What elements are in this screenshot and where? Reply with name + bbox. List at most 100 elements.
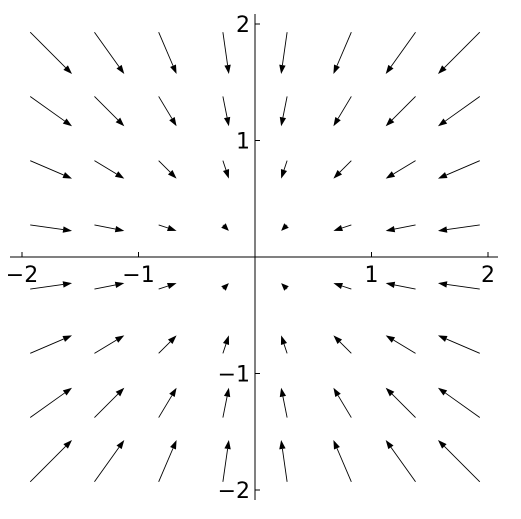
arrow-head xyxy=(221,283,229,291)
arrow-head xyxy=(385,335,396,343)
arrow-shaft xyxy=(94,284,116,290)
vector-arrow xyxy=(333,439,352,482)
arrow-head xyxy=(62,118,73,127)
vector-arrow xyxy=(281,223,289,231)
arrow-shaft xyxy=(445,392,481,418)
arrow-head xyxy=(222,169,230,179)
arrow-head xyxy=(281,223,289,231)
arrow-head xyxy=(385,171,396,179)
vector-arrow xyxy=(29,387,73,418)
arrow-shaft xyxy=(283,343,288,354)
vector-arrow xyxy=(94,387,125,418)
arrow-shaft xyxy=(391,393,416,418)
vector-arrow xyxy=(158,96,177,127)
vector-arrow xyxy=(222,387,231,418)
arrow-head xyxy=(114,335,125,343)
arrow-shaft xyxy=(30,224,64,231)
arrow-shaft xyxy=(158,224,169,229)
arrow-shaft xyxy=(158,285,169,290)
arrow-head xyxy=(167,335,177,345)
arrow-head xyxy=(281,283,289,291)
arrow-head xyxy=(170,439,177,450)
vector-arrow xyxy=(333,282,352,290)
arrow-shaft xyxy=(30,338,64,354)
arrow-shaft xyxy=(445,96,481,122)
arrow-head xyxy=(63,439,73,449)
arrow-head xyxy=(385,387,395,397)
arrow-head xyxy=(169,116,177,127)
vector-arrow xyxy=(279,439,288,482)
vector-arrow xyxy=(280,160,288,179)
arrow-shaft xyxy=(222,288,224,290)
vector-arrow xyxy=(29,96,73,127)
arrow-head xyxy=(62,281,73,288)
vector-arrow xyxy=(385,160,416,179)
arrow-shaft xyxy=(94,224,116,230)
arrow-head xyxy=(63,65,73,75)
arrow-layer xyxy=(29,31,481,483)
arrow-shaft xyxy=(393,160,416,175)
vector-arrow xyxy=(221,223,229,231)
x-tick-label: 1 xyxy=(365,263,379,288)
y-tick-label: 2 xyxy=(236,13,250,38)
arrow-head xyxy=(115,117,125,127)
arrow-shaft xyxy=(282,396,288,418)
vector-arrow xyxy=(221,283,229,291)
arrow-shaft xyxy=(222,96,228,118)
arrow-shaft xyxy=(281,32,288,66)
arrow-shaft xyxy=(341,285,352,290)
vector-arrow xyxy=(437,387,481,418)
y-tick-label: 1 xyxy=(236,130,250,155)
vector-arrow xyxy=(280,335,288,354)
arrow-shaft xyxy=(446,338,480,354)
vector-arrow xyxy=(29,439,73,483)
y-tick-label: −1 xyxy=(218,363,250,388)
arrow-head xyxy=(223,387,231,398)
vector-arrow xyxy=(94,160,125,179)
arrow-shaft xyxy=(94,160,117,175)
vector-arrow xyxy=(279,387,288,418)
arrow-head xyxy=(333,282,343,290)
vector-arrow xyxy=(385,281,416,290)
arrow-head xyxy=(437,335,448,342)
arrow-shaft xyxy=(222,224,224,226)
arrow-shaft xyxy=(341,224,352,229)
arrow-shaft xyxy=(337,395,352,418)
arrow-shaft xyxy=(30,160,64,176)
arrow-head xyxy=(167,224,177,232)
vector-arrow xyxy=(29,31,73,75)
arrow-shaft xyxy=(394,224,416,230)
arrow-head xyxy=(437,118,448,127)
arrow-shaft xyxy=(222,396,228,418)
arrow-shaft xyxy=(394,284,416,290)
vector-arrow xyxy=(385,96,416,127)
arrow-head xyxy=(333,64,340,75)
vector-arrow xyxy=(385,439,416,483)
x-tick-label: 2 xyxy=(481,263,495,288)
vector-arrow xyxy=(333,96,352,127)
arrow-head xyxy=(114,281,125,289)
arrow-shaft xyxy=(94,447,120,483)
arrow-head xyxy=(115,387,125,397)
arrow-head xyxy=(114,171,125,179)
vector-arrow xyxy=(333,160,352,179)
vector-arrow xyxy=(437,96,481,127)
arrow-shaft xyxy=(282,96,288,118)
arrow-head xyxy=(116,439,125,450)
vector-arrow xyxy=(437,281,480,290)
vector-arrow xyxy=(94,335,125,354)
arrow-head xyxy=(333,116,341,127)
arrow-shaft xyxy=(222,343,227,354)
arrow-head xyxy=(333,224,343,232)
arrow-head xyxy=(62,335,73,342)
arrow-head xyxy=(222,335,230,345)
vector-arrow xyxy=(158,335,177,354)
vector-arrow xyxy=(437,224,480,233)
arrow-head xyxy=(437,65,447,75)
arrow-head xyxy=(385,117,395,127)
arrow-head xyxy=(279,64,286,75)
arrow-shaft xyxy=(94,31,120,67)
vector-arrow xyxy=(333,32,352,75)
arrow-shaft xyxy=(158,32,174,66)
